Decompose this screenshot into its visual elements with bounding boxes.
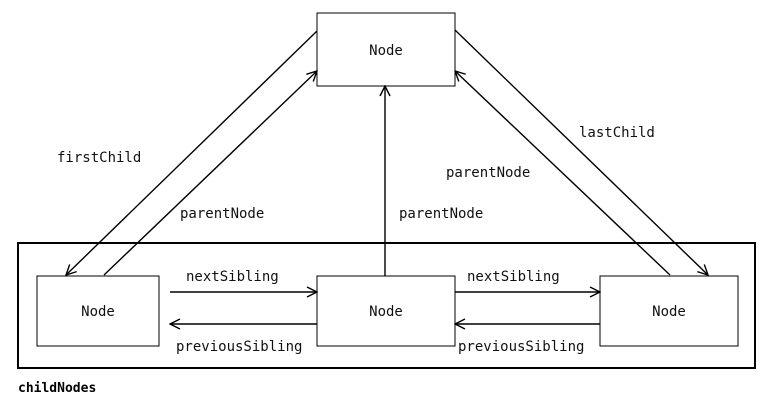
parent-node-right-label: parentNode — [446, 165, 530, 181]
next-sibling-label-1: nextSibling — [186, 269, 279, 285]
previous-sibling-label-1: previousSibling — [176, 339, 302, 355]
parent-node-left-arrow — [103, 71, 317, 276]
parent-node-label: Node — [369, 43, 403, 59]
child-node-middle: Node — [316, 275, 456, 347]
parent-node-right-arrow — [455, 71, 671, 276]
parent-node-left-label: parentNode — [180, 206, 264, 222]
previous-sibling-label-2: previousSibling — [458, 339, 584, 355]
last-child-arrow — [454, 29, 708, 275]
last-child-label: lastChild — [579, 125, 655, 141]
first-child-arrow — [66, 30, 318, 275]
child-node-last-label: Node — [652, 304, 686, 320]
first-child-label: firstChild — [57, 150, 141, 166]
child-node-last: Node — [599, 275, 739, 347]
parent-node: Node — [316, 12, 456, 87]
child-node-first-label: Node — [81, 304, 115, 320]
next-sibling-label-2: nextSibling — [467, 269, 560, 285]
child-node-middle-label: Node — [369, 304, 403, 320]
child-node-first: Node — [36, 275, 160, 347]
child-nodes-caption: childNodes — [18, 381, 96, 396]
parent-node-middle-label: parentNode — [399, 206, 483, 222]
child-nodes-container — [17, 242, 756, 369]
